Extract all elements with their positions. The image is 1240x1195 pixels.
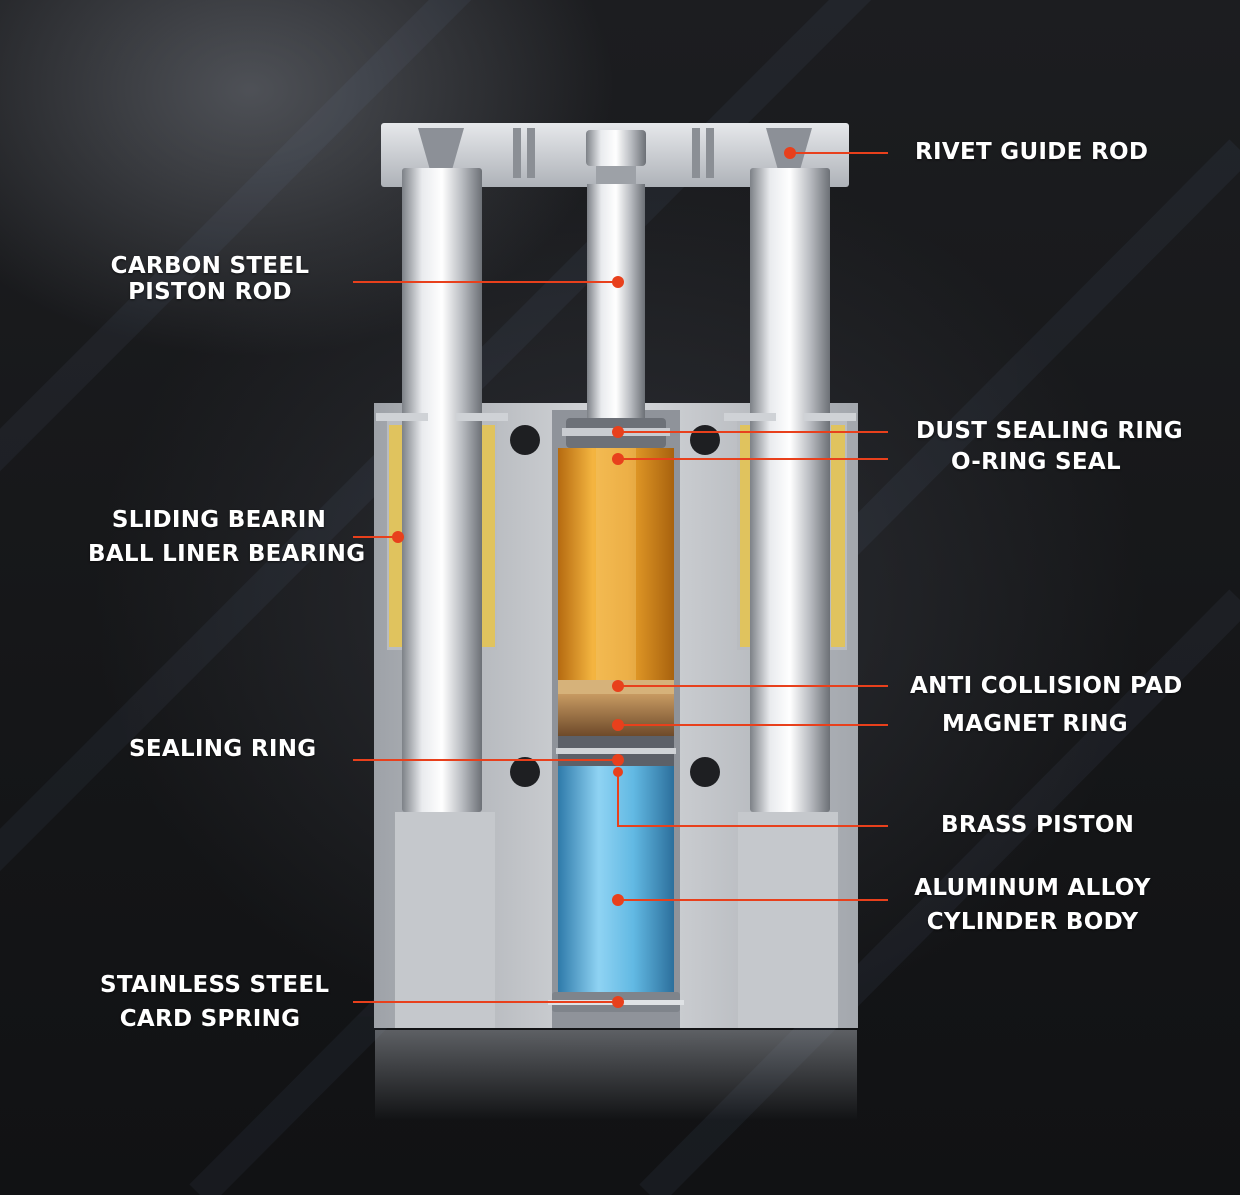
label-aluminum-alloy-cylinder-body: ALUMINUM ALLOY CYLINDER BODY: [914, 875, 1151, 936]
label-sliding-bearing: SLIDING BEARIN BALL LINER BEARING: [88, 507, 366, 568]
floor-reflection: [375, 1030, 857, 1120]
label-rivet-guide-rod: RIVET GUIDE ROD: [915, 139, 1149, 165]
right-guide-rod: [750, 168, 830, 812]
oil-chamber: [558, 448, 674, 680]
callout-lines: [353, 152, 888, 1003]
label-o-ring-seal: O-RING SEAL: [951, 449, 1121, 475]
label-brass-piston: BRASS PISTON: [941, 812, 1135, 838]
label-dust-sealing-ring: DUST SEALING RING: [916, 418, 1183, 444]
top-plate: [381, 123, 849, 187]
callout-dots: [392, 147, 796, 1008]
label-magnet-ring: MAGNET RING: [942, 711, 1128, 737]
piston-rod: [587, 184, 645, 424]
label-sealing-ring: SEALING RING: [129, 736, 317, 762]
label-stainless-steel-card-spring: STAINLESS STEEL CARD SPRING: [100, 972, 330, 1033]
left-guide-rod: [402, 168, 482, 812]
label-anti-collision-pad: ANTI COLLISION PAD: [910, 673, 1183, 699]
label-carbon-steel-piston-rod: CARBON STEEL PISTON ROD: [110, 253, 310, 306]
air-chamber: [558, 766, 674, 992]
